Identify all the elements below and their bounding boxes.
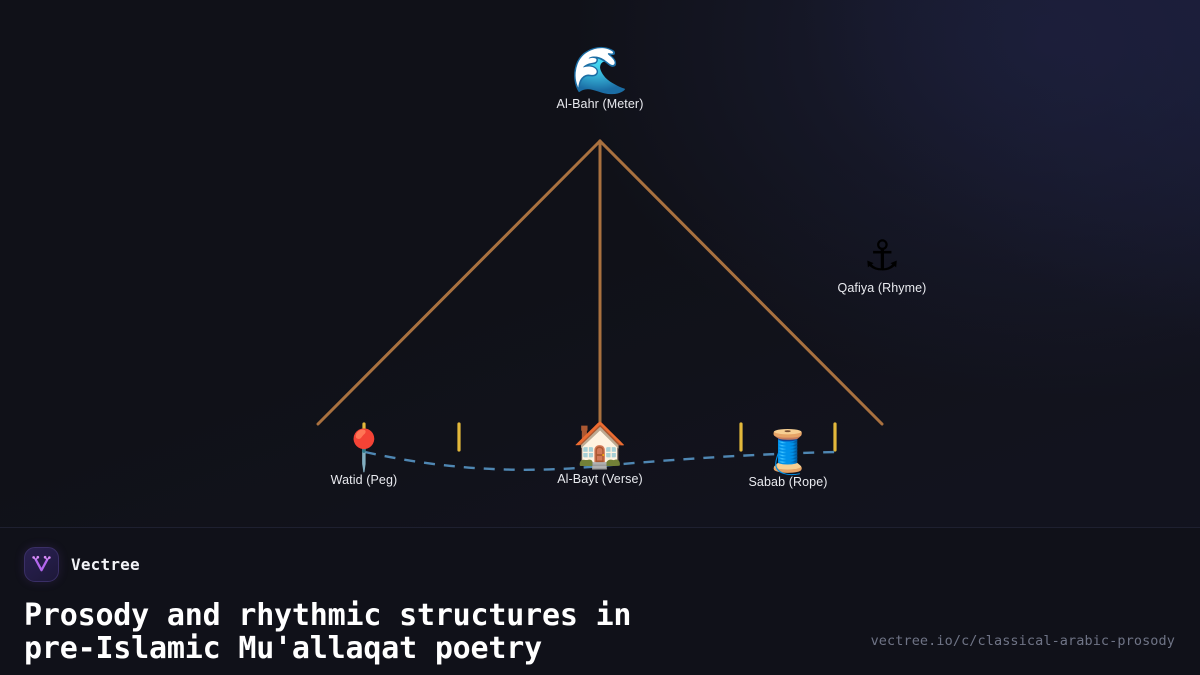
diagram-node-al-bayt[interactable]: 🏠 Al-Bayt (Verse)	[470, 420, 730, 487]
page-title: Prosody and rhythmic structures in pre-I…	[24, 598, 632, 666]
diagram-svg	[316, 139, 884, 471]
thread-spool-icon: 🧵	[761, 427, 815, 476]
house-icon: 🏠	[572, 420, 628, 471]
anchor-icon: ⚓	[863, 231, 901, 280]
brand-name: Vectree	[71, 555, 140, 574]
diagram-node-al-bahr[interactable]: 🌊 Al-Bahr (Meter)	[470, 47, 730, 111]
node-label-watid: Watid (Peg)	[330, 473, 398, 487]
diagram-node-sabab[interactable]: 🧵 Sabab (Rope)	[658, 427, 918, 490]
diagram-node-qafiya[interactable]: ⚓ Qafiya (Rhyme)	[752, 231, 1012, 296]
node-label-sabab: Sabab (Rope)	[748, 475, 828, 489]
wave-icon: 🌊	[571, 43, 629, 97]
footer-bar: Vectree Prosody and rhythmic structures …	[0, 527, 1200, 675]
tent-right-slope-line	[598, 139, 884, 426]
pushpin-icon: 📍	[339, 428, 389, 474]
tent-left-slope-line	[316, 139, 602, 426]
diagram-node-watid[interactable]: 📍 Watid (Peg)	[234, 431, 494, 487]
source-url: vectree.io/c/classical-arabic-prosody	[870, 633, 1175, 649]
node-label-al-bahr: Al-Bahr (Meter)	[556, 97, 644, 111]
node-label-qafiya: Qafiya (Rhyme)	[837, 281, 927, 295]
brand-block[interactable]: Vectree	[24, 547, 140, 582]
node-label-al-bayt: Al-Bayt (Verse)	[557, 472, 643, 486]
vectree-logo-icon	[24, 547, 59, 582]
diagram-canvas[interactable]: 🌊 Al-Bahr (Meter) ⚓ Qafiya (Rhyme) 📍 Wat…	[0, 0, 1200, 527]
